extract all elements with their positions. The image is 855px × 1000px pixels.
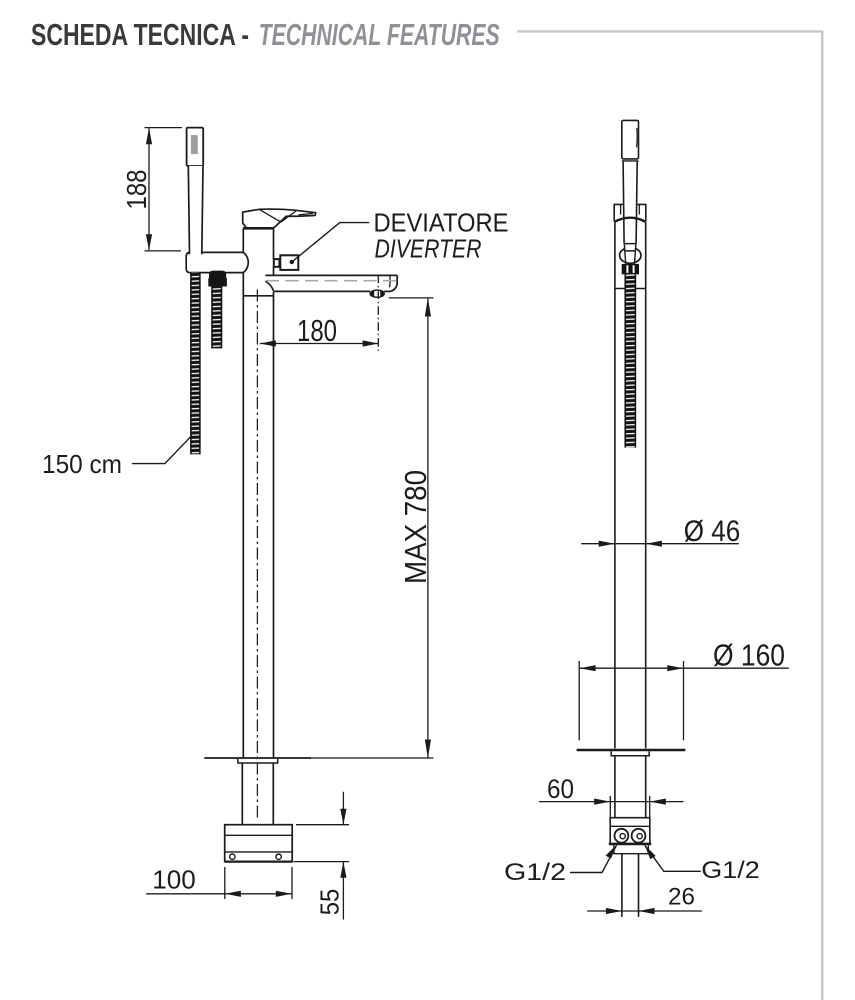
svg-text:26: 26: [668, 884, 695, 911]
svg-text:Ø 160: Ø 160: [713, 638, 785, 673]
svg-text:G1/2: G1/2: [701, 857, 760, 884]
svg-text:100: 100: [152, 865, 196, 895]
svg-text:MAX 780: MAX 780: [398, 470, 433, 584]
svg-text:TECHNICAL FEATURES: TECHNICAL FEATURES: [259, 18, 500, 52]
svg-text:55: 55: [315, 889, 345, 916]
svg-text:DIVERTER: DIVERTER: [375, 233, 482, 263]
svg-text:Ø 46: Ø 46: [684, 515, 741, 548]
svg-text:150 cm: 150 cm: [42, 449, 122, 479]
svg-text:G1/2: G1/2: [504, 859, 566, 886]
svg-text:180: 180: [297, 313, 337, 348]
svg-text:188: 188: [121, 170, 152, 210]
svg-text:DEVIATORE: DEVIATORE: [374, 210, 509, 238]
svg-text:SCHEDA TECNICA -: SCHEDA TECNICA -: [31, 18, 249, 52]
svg-text:60: 60: [547, 774, 574, 804]
